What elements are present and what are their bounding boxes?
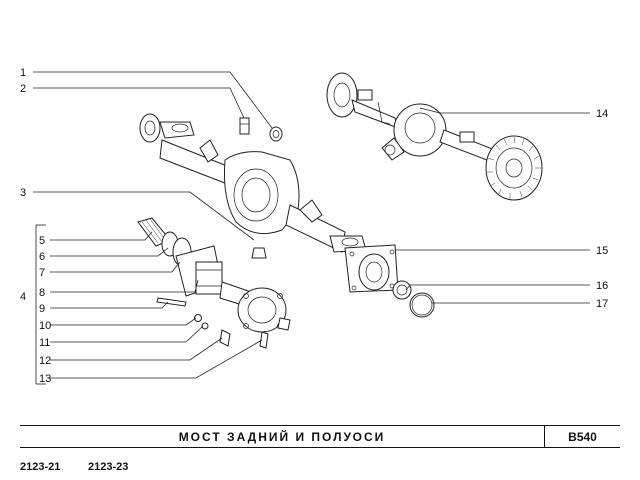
callout-15: 15 xyxy=(596,245,608,257)
callout-14: 14 xyxy=(596,108,608,120)
page-title: МОСТ ЗАДНИЙ И ПОЛУОСИ xyxy=(178,429,386,444)
callout-11: 11 xyxy=(39,337,50,349)
callout-1: 1 xyxy=(20,67,26,79)
callout-4: 4 xyxy=(20,291,26,303)
callout-5: 5 xyxy=(39,235,45,247)
figure-code: B540 xyxy=(544,426,620,447)
callout-9: 9 xyxy=(39,303,45,315)
callout-17: 17 xyxy=(596,298,608,310)
rear-axle-exploded-diagram: 1 2 3 4 5 6 7 8 9 10 11 12 13 14 15 16 1… xyxy=(20,67,608,385)
callout-3: 3 xyxy=(20,187,26,199)
callout-6: 6 xyxy=(39,251,45,263)
callout-8: 8 xyxy=(39,287,45,299)
callout-labels: 1 2 3 4 5 6 7 8 9 10 11 12 13 14 15 16 1… xyxy=(20,67,608,385)
half-shaft-illustration xyxy=(137,217,291,349)
callout-2: 2 xyxy=(20,83,26,95)
assembled-axle-illustration xyxy=(326,72,543,201)
callout-7: 7 xyxy=(39,267,45,279)
callout-10: 10 xyxy=(39,320,51,332)
callout-12: 12 xyxy=(39,355,51,367)
model-number: 2123-21 xyxy=(20,461,61,473)
callout-13: 13 xyxy=(39,373,51,385)
leader-lines xyxy=(33,71,590,385)
callout-16: 16 xyxy=(596,280,608,292)
small-parts-illustration xyxy=(239,117,435,318)
title-bar: МОСТ ЗАДНИЙ И ПОЛУОСИ B540 xyxy=(20,425,620,448)
model-number: 2123-23 xyxy=(88,461,129,473)
axle-housing-illustration xyxy=(139,113,399,293)
